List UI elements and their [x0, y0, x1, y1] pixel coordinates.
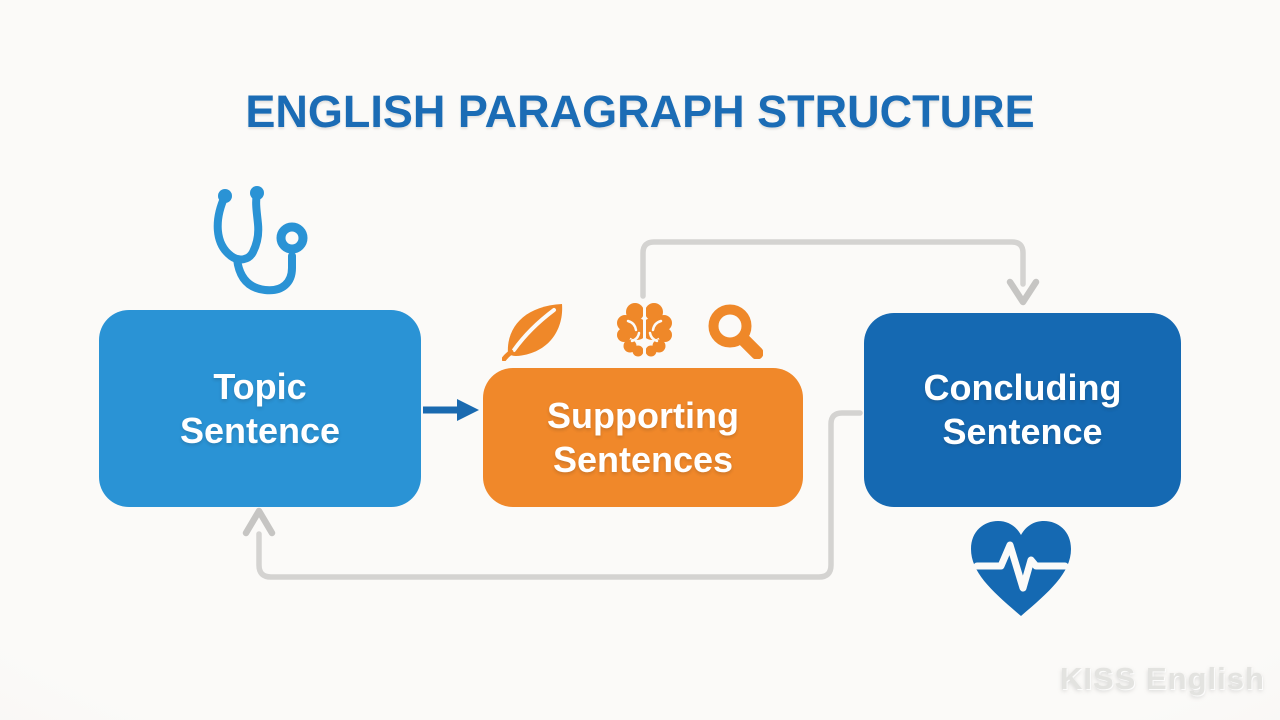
node-concluding-sentence: Concluding Sentence	[864, 313, 1181, 507]
stethoscope-icon	[213, 186, 308, 295]
brain-icon	[617, 302, 672, 357]
connector-concluding-to-topic	[256, 410, 863, 580]
node-label: Topic Sentence	[179, 365, 341, 451]
watermark: KISS English	[1060, 661, 1265, 696]
heart-pulse-icon	[971, 521, 1071, 616]
node-label: Concluding Sentence	[923, 367, 1122, 452]
connector-supporting-to-concluding	[640, 239, 1026, 299]
node-supporting-sentences: Supporting Sentences	[483, 368, 803, 507]
arrowhead-down-icon	[1006, 278, 1040, 306]
node-label: Supporting Sentences	[547, 394, 739, 480]
page-title: ENGLISH PARAGRAPH STRUCTURE	[245, 86, 1035, 137]
leaf-icon	[502, 304, 563, 361]
magnifier-icon	[708, 304, 763, 359]
arrow-right-icon	[423, 399, 479, 421]
node-topic-sentence: Topic Sentence	[99, 310, 421, 507]
arrowhead-up-icon	[242, 507, 276, 537]
